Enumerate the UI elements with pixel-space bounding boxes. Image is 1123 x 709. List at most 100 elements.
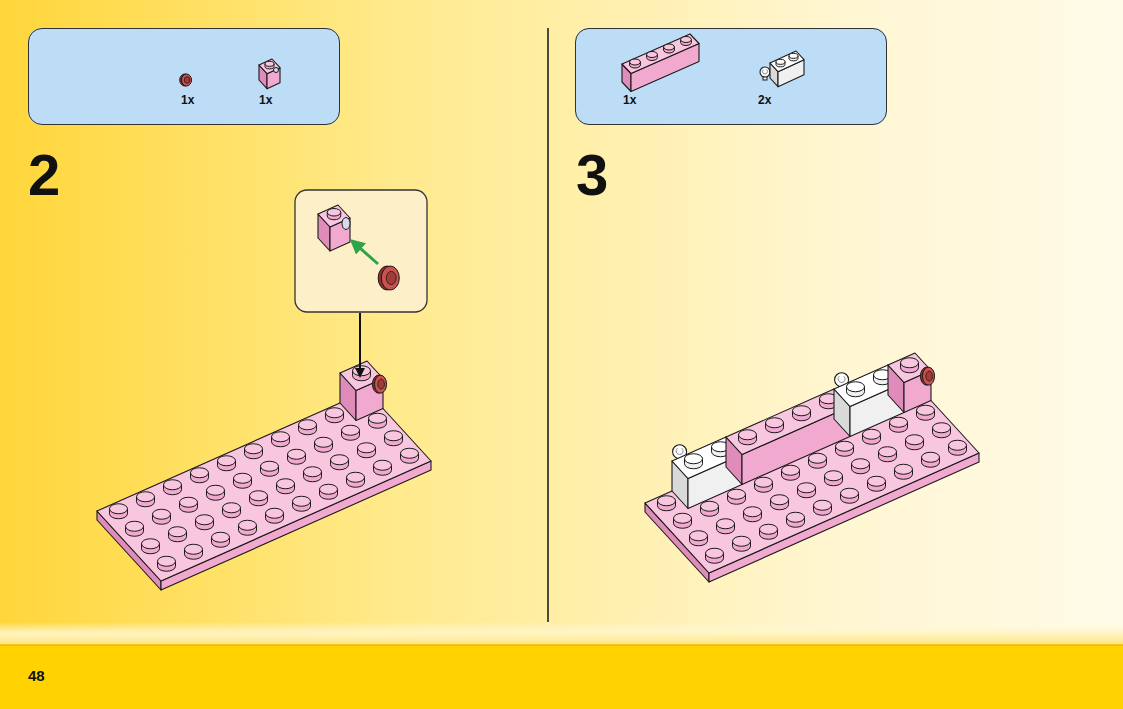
stud-top xyxy=(755,477,773,487)
clip-gap xyxy=(838,376,845,382)
round-plate xyxy=(372,375,386,393)
parts-panel: 1x 2x xyxy=(575,28,887,125)
stud-top xyxy=(793,406,811,416)
stud-top xyxy=(681,37,692,43)
stud-top xyxy=(320,484,338,494)
stud-top xyxy=(847,382,865,392)
stud-top xyxy=(890,417,908,427)
stud-top xyxy=(401,448,419,458)
stud-top xyxy=(789,53,798,58)
round-plate-hole xyxy=(184,77,190,84)
inset-box xyxy=(295,190,427,312)
stud-top xyxy=(358,443,376,453)
stud-top xyxy=(137,492,155,502)
round-plate xyxy=(378,266,399,290)
round-plate-face xyxy=(923,367,935,385)
brick xyxy=(318,205,350,251)
stud-top xyxy=(690,531,708,541)
stud-top xyxy=(814,500,832,510)
stud-top xyxy=(110,504,128,514)
stud-top xyxy=(798,483,816,493)
brick xyxy=(770,51,804,87)
round-plate-hole xyxy=(926,371,933,381)
round-plate-face xyxy=(182,74,192,86)
stud-top xyxy=(315,437,333,447)
step-number: 2 xyxy=(28,146,60,204)
stud-top xyxy=(787,512,805,522)
stud-top xyxy=(191,468,209,478)
side-stud xyxy=(342,218,350,230)
brick xyxy=(622,34,699,92)
stud-top xyxy=(185,544,203,554)
stud-top xyxy=(250,491,268,501)
stud-top xyxy=(771,495,789,505)
step-divider xyxy=(547,28,549,622)
stud-top xyxy=(949,440,967,450)
stud-top xyxy=(744,507,762,517)
parts-panel: 1x 1x xyxy=(28,28,340,125)
stud-top xyxy=(261,461,279,471)
quantity-label: 1x xyxy=(259,94,272,106)
brick-face xyxy=(97,391,431,581)
stud-top xyxy=(385,431,403,441)
stud-top xyxy=(207,485,225,495)
stud-top xyxy=(266,508,284,518)
footer-stripe xyxy=(0,622,1123,646)
stud-top xyxy=(347,472,365,482)
side-stud xyxy=(274,68,279,73)
quantity-label: 2x xyxy=(758,94,771,106)
brick xyxy=(645,383,979,582)
brick-face xyxy=(726,389,850,455)
step-number: 3 xyxy=(576,146,608,204)
quantity-label: 1x xyxy=(623,94,636,106)
brick-drawings xyxy=(97,34,979,590)
stud-top xyxy=(164,480,182,490)
stud-top xyxy=(717,519,735,529)
stud-top xyxy=(739,430,757,440)
stud-top xyxy=(327,209,341,217)
stud-top xyxy=(265,61,274,66)
round-plate-hole xyxy=(378,379,385,389)
stud-top xyxy=(776,59,785,64)
stud-top xyxy=(825,471,843,481)
stud-top xyxy=(272,432,290,442)
brick xyxy=(259,59,280,89)
stud-top xyxy=(685,454,703,464)
stud-top xyxy=(299,420,317,430)
stud-top xyxy=(664,44,675,50)
stud-top xyxy=(304,467,322,477)
stud-top xyxy=(223,503,241,513)
round-plate-hole xyxy=(386,271,396,284)
stud-top xyxy=(766,418,784,428)
stud-top xyxy=(196,515,214,525)
round-plate-face xyxy=(381,266,399,290)
stud-top xyxy=(158,556,176,566)
footer-edge xyxy=(0,644,1123,646)
round-plate-face xyxy=(375,375,387,393)
clip-gap xyxy=(762,70,767,74)
stud-top xyxy=(879,447,897,457)
stud-top xyxy=(760,524,778,534)
stud-top xyxy=(674,513,692,523)
stud-top xyxy=(326,408,344,418)
stud-top xyxy=(353,366,371,376)
footer-band xyxy=(0,645,1123,709)
stud-top xyxy=(180,497,198,507)
stud-top xyxy=(647,52,658,58)
stud-top xyxy=(169,527,187,537)
quantity-label: 1x xyxy=(181,94,194,106)
stud-top xyxy=(782,465,800,475)
brick xyxy=(672,437,742,509)
stud-top xyxy=(895,464,913,474)
stud-top xyxy=(901,358,919,368)
stud-top xyxy=(234,473,252,483)
stud-top xyxy=(841,488,859,498)
stud-top xyxy=(933,423,951,433)
clip-gap xyxy=(676,448,683,454)
stud-top xyxy=(342,425,360,435)
stud-top xyxy=(733,536,751,546)
assembly-arrow xyxy=(352,241,378,264)
clip xyxy=(760,67,770,80)
round-plate xyxy=(180,74,192,86)
placement-arrow xyxy=(359,313,361,376)
